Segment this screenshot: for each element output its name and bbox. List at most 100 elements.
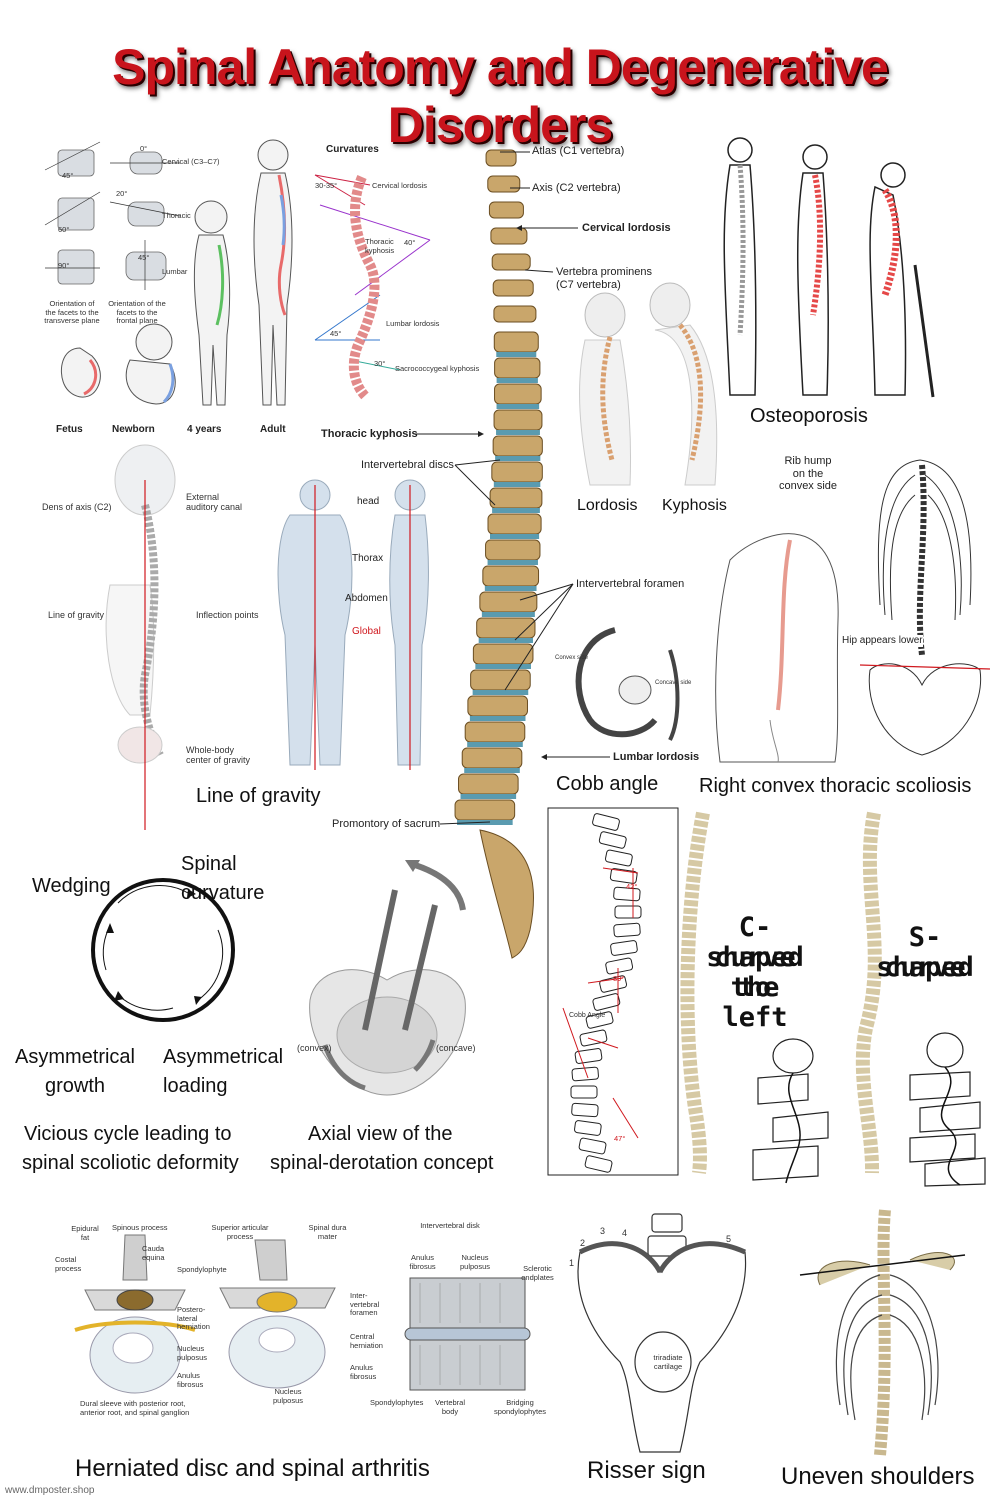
axis-label-abdomen: Abdomen: [345, 593, 388, 604]
intervertebral-disc: [481, 612, 535, 617]
cobb-angle-47: 47°: [614, 1134, 626, 1143]
vertebra: [488, 201, 524, 219]
s-shape-line2: curve: [884, 952, 966, 983]
cobb-vertebra: [574, 1120, 602, 1136]
hd-costal-process: Costal process: [55, 1255, 82, 1273]
sacrum: [479, 829, 534, 959]
axial-label-concave: (concave): [436, 1043, 476, 1053]
stage-fetus: Fetus: [56, 424, 83, 435]
cycle-circle: [91, 878, 235, 1022]
cobb-vertebra: [613, 922, 641, 938]
cobb-vertebra: [610, 940, 638, 956]
hd-bridging-spondylophytes: Bridging spondylophytes: [493, 1398, 547, 1416]
label-axis: Axis (C2 vertebra): [532, 182, 621, 194]
hd-anulus-fibrosus-2: Anulus fibrosus: [350, 1363, 377, 1381]
gravity-label-inflection: Inflection points: [196, 610, 259, 620]
hd-nucleus-pulposus-1: Nucleus pulposus: [177, 1344, 208, 1362]
scoliosis-ribcage-illustration: [859, 459, 991, 756]
vertebra: [491, 253, 531, 271]
intervertebral-disc: [496, 378, 538, 383]
intervertebral-disc: [478, 638, 533, 643]
hd-dural-sleeve: Dural sleeve with posterior root, anteri…: [80, 1399, 190, 1417]
intervertebral-disc: [493, 482, 541, 487]
vertebra: [485, 149, 517, 167]
label-lumbar-lordosis: Lumbar lordosis: [613, 751, 700, 763]
stage-newborn: Newborn: [112, 424, 155, 435]
cobb-measurement-spine: [547, 807, 679, 1176]
intervertebral-disc: [460, 794, 517, 799]
caption-uneven-shoulders: Uneven shoulders: [781, 1463, 975, 1490]
facet-angle-3: 20°: [116, 189, 128, 198]
facet-label-lumbar: Lumbar: [162, 267, 188, 276]
intervertebral-disc: [490, 534, 540, 539]
label-vertebra-prominens: Vertebra prominens (C7 vertebra): [556, 266, 652, 291]
cobb-vertebra: [604, 849, 633, 867]
label-promontory-sacrum: Promontory of sacrum: [332, 818, 441, 830]
newborn-illustration: [125, 323, 176, 405]
cobb-vertebra: [584, 1155, 613, 1173]
caption-right-convex-scoliosis: Right convex thoracic scoliosis: [699, 775, 972, 797]
caption-cobb-angle: Cobb angle: [556, 773, 659, 795]
cycle-node-spinal-curvature: Spinal curvature: [181, 853, 265, 904]
hd-intervertebral-foramen: Inter-vertebral foramen: [350, 1291, 380, 1318]
axial-caption-line1: Axial view of the: [308, 1123, 453, 1145]
facet-label-thoracic: Thoracic: [162, 211, 191, 220]
cobb-angle-42: 42°: [626, 882, 638, 891]
curve-label-cervical-lordosis: Cervical lordosis: [372, 181, 428, 190]
hd-disk-anulus: Anulus fibrosus: [409, 1253, 436, 1271]
child-illustration: [193, 200, 231, 406]
cobb-vertebra: [578, 1137, 607, 1155]
vertebra: [493, 305, 537, 323]
hd-nucleus-pulposus-2: Nucleus pulposus: [272, 1387, 304, 1405]
curve-angle-40: 40°: [404, 238, 416, 247]
adult-illustration: [253, 139, 293, 406]
vertebra: [490, 227, 528, 245]
hd-spinous-process: Spinous process: [112, 1223, 168, 1232]
risser-number-4: 4: [622, 1228, 628, 1238]
caption-lordosis: Lordosis: [577, 497, 638, 514]
intervertebral-disc: [475, 664, 531, 669]
c-shape-line2: curve to: [714, 942, 796, 1003]
cobb-vertebra: [592, 993, 621, 1011]
cobb-vertebra: [598, 831, 627, 849]
disk-arthritis-illustration: [404, 1277, 531, 1391]
risser-number-2: 2: [580, 1238, 586, 1248]
cobb-vertebra: [592, 813, 620, 831]
hd-spondylophyte: Spondylophyte: [177, 1265, 227, 1274]
caption-line-of-gravity: Line of gravity: [196, 785, 321, 807]
facet-angle-6: 90°: [58, 261, 70, 270]
cobb-angle-label: Cobb Angle: [569, 1012, 606, 1019]
cobb-vertebra: [605, 957, 634, 975]
hd-vertebral-body: Vertebral body: [434, 1398, 466, 1416]
axis-label-head: head: [357, 496, 380, 507]
cobb-vertebra: [571, 1102, 599, 1118]
herniation-left-illustration: [74, 1234, 196, 1394]
s-curve-spine: [855, 811, 882, 1174]
vertebra: [492, 279, 534, 297]
hd-spinal-dura: Spinal dura mater: [308, 1223, 347, 1241]
gravity-label-ear-canal: External auditory canal: [186, 492, 243, 513]
curve-angle-45: 45°: [330, 329, 342, 338]
cobb-vertebra: [585, 1011, 614, 1029]
cobb-label-convex: Convex side: [555, 655, 589, 661]
c-curve-spine: [680, 811, 710, 1174]
poster-title: Spinal Anatomy and Degenerative Disorder…: [112, 39, 889, 153]
facet-angle-4: 60°: [58, 225, 70, 234]
facet-caption-frontal: Orientation of the facets to the frontal…: [108, 299, 166, 326]
intervertebral-disc: [496, 404, 540, 409]
axis-label-thorax: Thorax: [352, 553, 384, 564]
label-intervertebral-foramen: Intervertebral foramen: [576, 578, 685, 590]
intervertebral-disc: [472, 690, 529, 695]
axial-label-convex: (convex): [297, 1043, 332, 1053]
caption-herniated-disc: Herniated disc and spinal arthritis: [75, 1455, 430, 1482]
s-shape-line1: S-shaped: [876, 922, 974, 983]
curve-label-lumbar-lordosis: Lumbar lordosis: [386, 319, 440, 328]
cycle-caption-line1: Vicious cycle leading to: [24, 1123, 232, 1145]
hd-sclerotic-endplates: Sclerotic endplates: [521, 1264, 554, 1282]
cobb-vertebra: [614, 905, 642, 919]
intervertebral-disc: [469, 716, 526, 721]
cobb-vertebra-illustration: [575, 627, 680, 741]
curvature-spine-illustration: [314, 174, 431, 401]
intervertebral-disc: [495, 456, 541, 461]
hd-epidural-fat: Epidural fat: [71, 1224, 99, 1242]
